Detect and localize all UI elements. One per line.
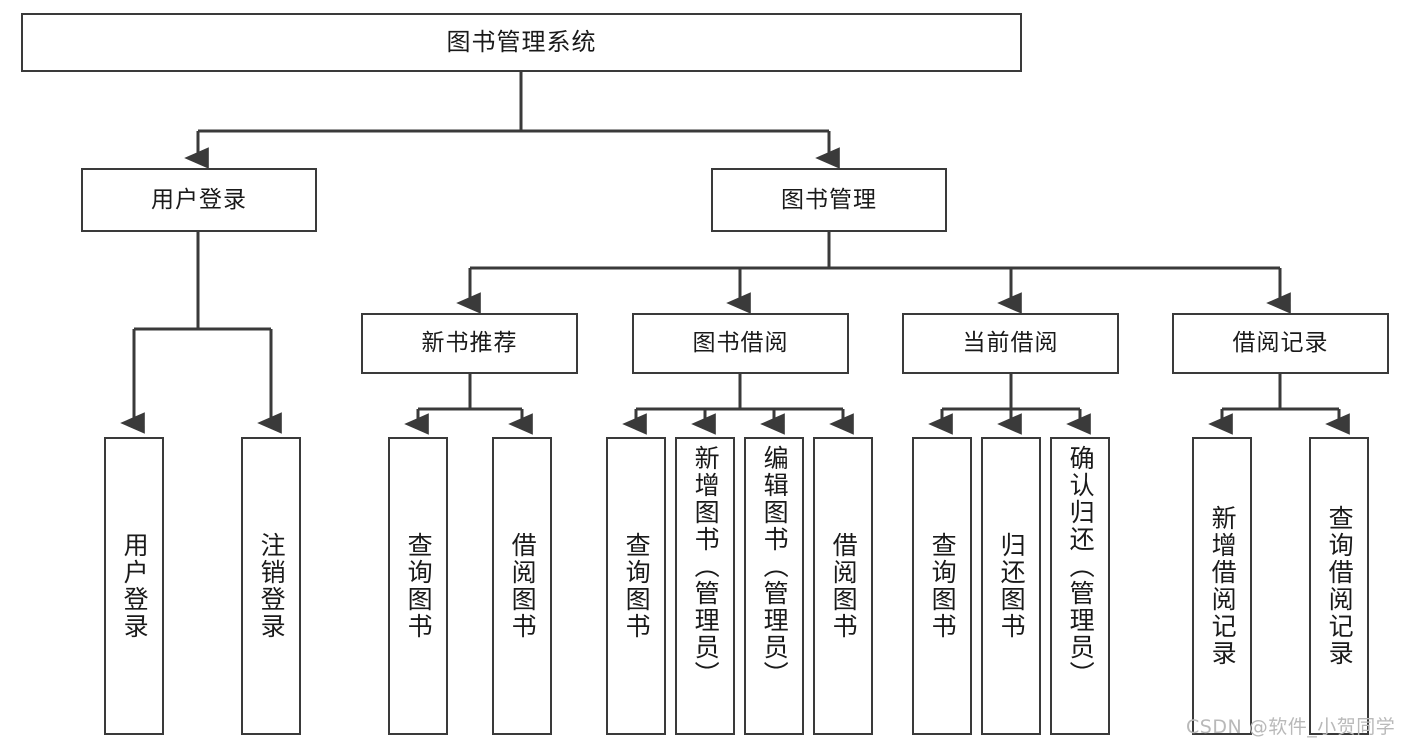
node-label: 图书借阅 xyxy=(692,330,789,357)
node-label: 新增借阅记录 xyxy=(1208,505,1238,667)
node-label: 借阅图书 xyxy=(508,532,538,640)
node-label: 查询图书 xyxy=(622,532,652,640)
node-label: 查询图书 xyxy=(928,532,958,640)
leaf-return-book[interactable]: 归还图书 xyxy=(981,437,1041,735)
leaf-add-book-admin[interactable]: 新增图书（管理员） xyxy=(675,437,735,735)
node-borrow-record[interactable]: 借阅记录 xyxy=(1172,313,1389,374)
node-label: 查询借阅记录 xyxy=(1325,505,1355,667)
node-label: 确认归还（管理员） xyxy=(1066,445,1096,688)
node-label: 用户登录 xyxy=(120,532,150,640)
leaf-user-login[interactable]: 用户登录 xyxy=(104,437,164,735)
leaf-query-book-current[interactable]: 查询图书 xyxy=(912,437,972,735)
node-user-login[interactable]: 用户登录 xyxy=(81,168,317,232)
node-label: 编辑图书（管理员） xyxy=(760,445,790,688)
node-new-book-recommend[interactable]: 新书推荐 xyxy=(361,313,578,374)
leaf-borrow-book[interactable]: 借阅图书 xyxy=(813,437,873,735)
leaf-query-book-new[interactable]: 查询图书 xyxy=(388,437,448,735)
watermark: CSDN @软件_小贺同学 xyxy=(1186,716,1396,738)
node-root-system[interactable]: 图书管理系统 xyxy=(21,13,1022,72)
node-label: 用户登录 xyxy=(151,186,247,213)
node-book-management[interactable]: 图书管理 xyxy=(711,168,947,232)
node-current-borrow[interactable]: 当前借阅 xyxy=(902,313,1119,374)
node-label: 查询图书 xyxy=(404,532,434,640)
node-label: 借阅记录 xyxy=(1232,330,1329,357)
node-label: 当前借阅 xyxy=(962,330,1059,357)
node-label: 新增图书（管理员） xyxy=(691,445,721,688)
node-label: 图书管理系统 xyxy=(446,27,597,56)
leaf-logout[interactable]: 注销登录 xyxy=(241,437,301,735)
node-book-borrow[interactable]: 图书借阅 xyxy=(632,313,849,374)
leaf-query-borrow-record[interactable]: 查询借阅记录 xyxy=(1309,437,1369,735)
node-label: 新书推荐 xyxy=(421,330,518,357)
node-label: 借阅图书 xyxy=(829,532,859,640)
node-label: 归还图书 xyxy=(997,532,1027,640)
leaf-confirm-return-admin[interactable]: 确认归还（管理员） xyxy=(1050,437,1110,735)
leaf-add-borrow-record[interactable]: 新增借阅记录 xyxy=(1192,437,1252,735)
node-label: 图书管理 xyxy=(781,186,877,213)
leaf-query-book-borrow[interactable]: 查询图书 xyxy=(606,437,666,735)
leaf-edit-book-admin[interactable]: 编辑图书（管理员） xyxy=(744,437,804,735)
leaf-borrow-book-new[interactable]: 借阅图书 xyxy=(492,437,552,735)
node-label: 注销登录 xyxy=(257,532,287,640)
